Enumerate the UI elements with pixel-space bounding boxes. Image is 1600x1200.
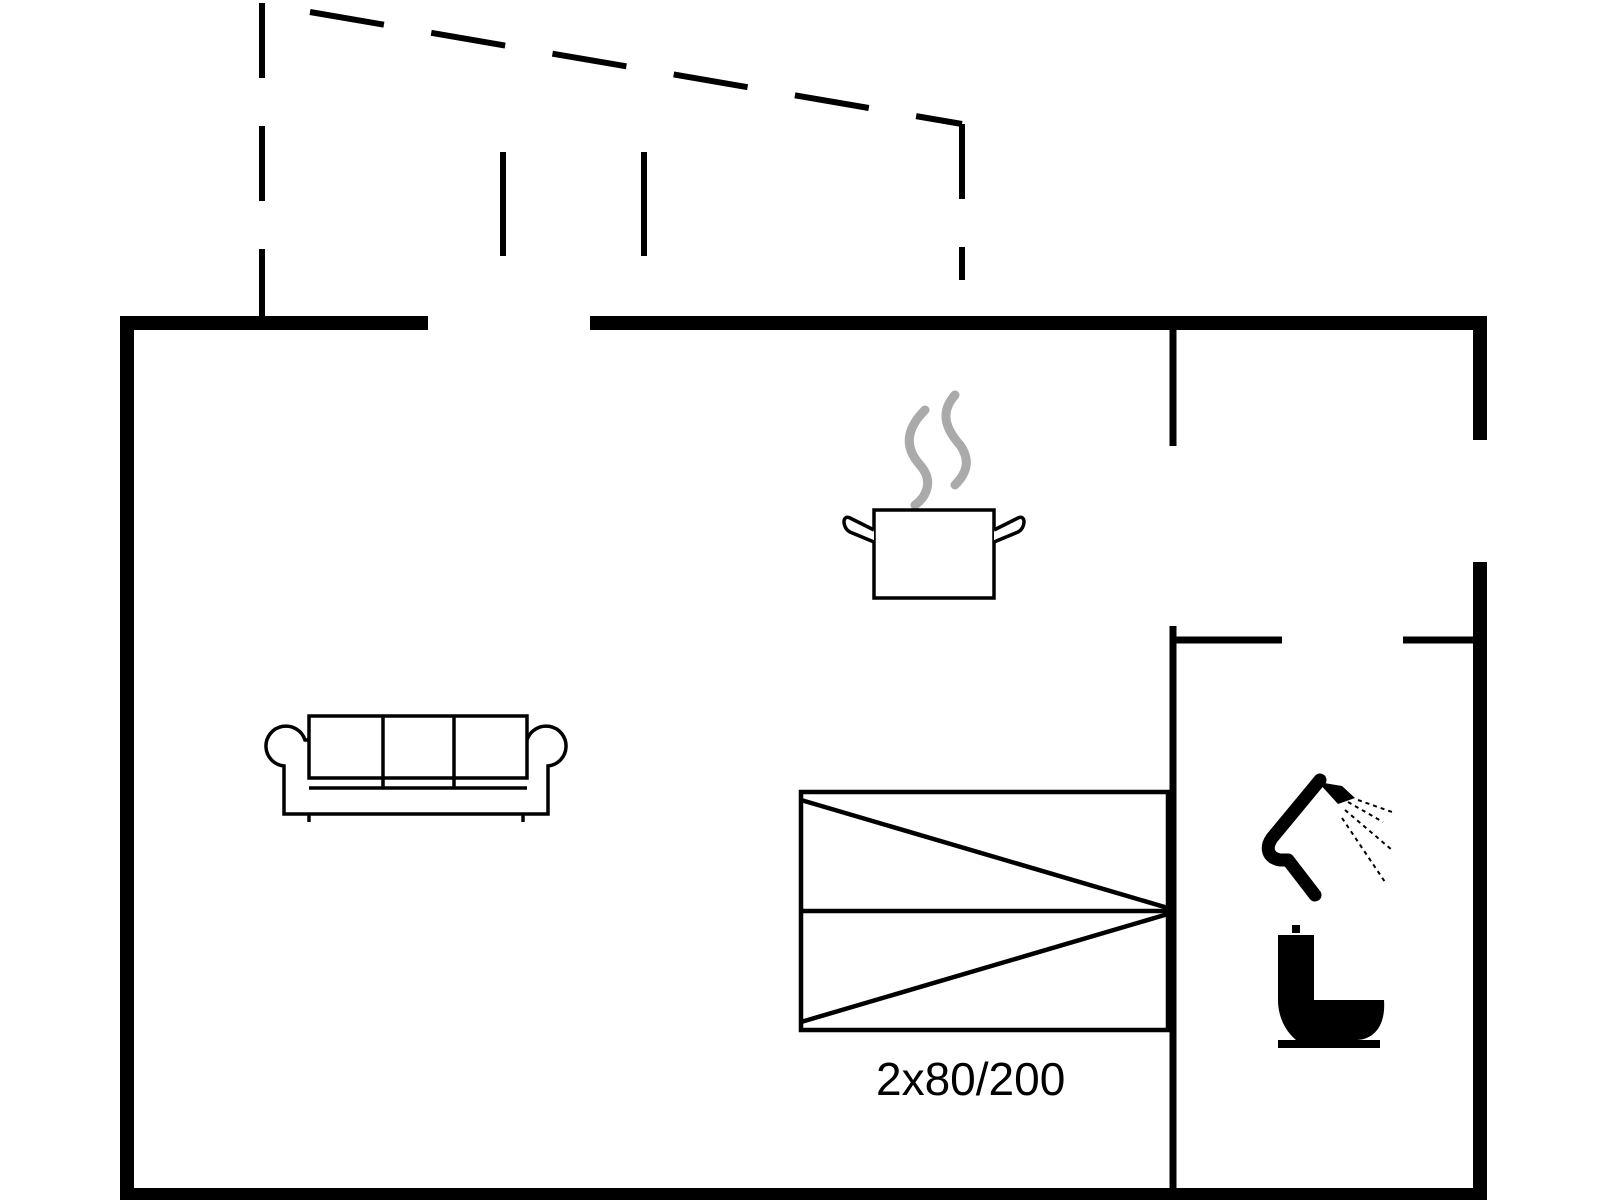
twin-bed-icon [798, 789, 1171, 1033]
sofa-icon [264, 714, 568, 822]
interior-walls [1169, 326, 1477, 1198]
toilet-icon [1278, 925, 1385, 1048]
bed-size-label: 2x80/200 [876, 1053, 1065, 1105]
outer-walls [120, 316, 1487, 1200]
cooking-pot-icon [842, 390, 1026, 600]
terrace-outline [259, 3, 965, 320]
shower-icon [1261, 773, 1393, 902]
